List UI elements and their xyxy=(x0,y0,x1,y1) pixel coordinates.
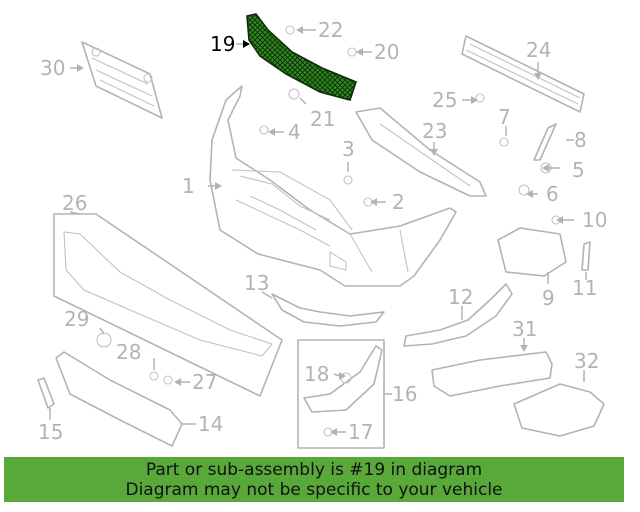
part-9-fog-lamp xyxy=(497,227,567,277)
callout-4: 4 xyxy=(288,120,301,144)
callout-2: 2 xyxy=(392,190,405,214)
callout-7: 7 xyxy=(498,105,511,129)
banner-line-1: Part or sub-assembly is #19 in diagram xyxy=(145,460,483,480)
fasteners xyxy=(149,25,561,437)
leader-lines xyxy=(49,26,587,436)
callout-21: 21 xyxy=(310,107,335,131)
callout-14: 14 xyxy=(198,412,223,436)
callout-23: 23 xyxy=(422,119,447,143)
part-16-trim xyxy=(303,345,383,413)
callout-3: 3 xyxy=(342,137,355,161)
part-24-reinforcement xyxy=(461,35,585,113)
callout-6: 6 xyxy=(546,182,559,206)
callout-27: 27 xyxy=(192,370,217,394)
callout-10: 10 xyxy=(582,208,607,232)
callout-1: 1 xyxy=(182,174,195,198)
callout-8: 8 xyxy=(574,128,587,152)
callout-12: 12 xyxy=(448,285,473,309)
callout-9: 9 xyxy=(542,286,555,310)
part-15-clip xyxy=(37,377,55,409)
callout-20: 20 xyxy=(374,40,399,64)
part-14-absorber xyxy=(55,351,183,447)
info-banner: Part or sub-assembly is #19 in diagram D… xyxy=(4,457,624,502)
callout-24: 24 xyxy=(526,38,551,62)
part-11-clip xyxy=(581,241,591,271)
callout-32: 32 xyxy=(574,349,599,373)
callout-16: 16 xyxy=(392,382,417,406)
callout-labels: 1 2 3 4 5 6 7 8 9 10 11 12 13 14 15 16 1… xyxy=(38,18,607,444)
callout-13: 13 xyxy=(244,271,269,295)
part-12-trim xyxy=(403,283,513,347)
part-19-grille[interactable] xyxy=(246,13,357,101)
part-1-bumper-cover xyxy=(209,85,457,287)
part-26-panel xyxy=(53,213,283,397)
part-23-absorber xyxy=(355,107,487,197)
callout-5: 5 xyxy=(572,158,585,182)
part-13-trim xyxy=(271,293,385,327)
callout-29: 29 xyxy=(64,307,89,331)
callout-28: 28 xyxy=(116,340,141,364)
callout-26: 26 xyxy=(62,191,87,215)
parts-diagram: 1 2 3 4 5 6 7 8 9 10 11 12 13 14 15 16 1… xyxy=(37,13,607,449)
callout-31: 31 xyxy=(512,317,537,341)
callout-18: 18 xyxy=(304,362,329,386)
callout-22: 22 xyxy=(318,18,343,42)
callout-15: 15 xyxy=(38,420,63,444)
part-32-bracket xyxy=(513,383,605,437)
part-31-duct xyxy=(431,351,553,397)
callout-30: 30 xyxy=(40,56,65,80)
callout-25: 25 xyxy=(432,88,457,112)
callout-17: 17 xyxy=(348,420,373,444)
callout-19: 19 xyxy=(210,32,235,56)
callout-11: 11 xyxy=(572,276,597,300)
banner-line-2: Diagram may not be specific to your vehi… xyxy=(125,480,503,500)
part-30-plate-bracket xyxy=(81,41,163,119)
